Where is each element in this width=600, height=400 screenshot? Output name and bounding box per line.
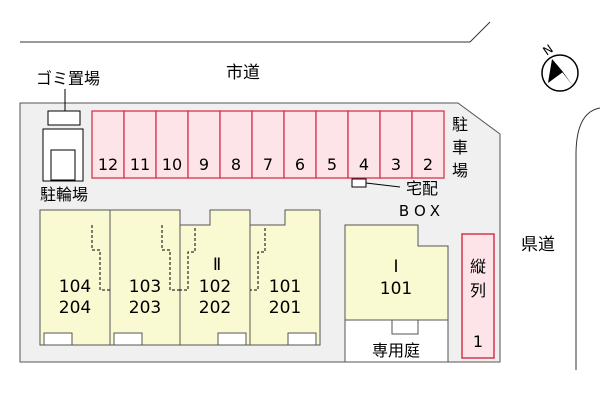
parking-space-label: 8 (231, 155, 241, 174)
step-104 (43, 332, 73, 346)
prefectural-road-line (575, 107, 600, 370)
step-102 (217, 332, 247, 346)
parking-space-11 (123, 110, 157, 179)
unit-104-upper: 104 (59, 277, 91, 297)
delivery-box-leader (365, 182, 401, 188)
delivery-box (351, 178, 367, 188)
parking-space-label: 12 (98, 155, 118, 174)
delivery-box-label-1: 宅配 (406, 179, 438, 198)
parking-space-8 (219, 110, 253, 179)
stair-101 (250, 228, 266, 291)
bicycle-parking-inner (50, 149, 76, 181)
parking-space-6 (283, 110, 317, 179)
stair-103 (161, 225, 180, 291)
parking-space-10 (155, 110, 189, 179)
building-I: Ⅰ 101 専用庭 (344, 224, 449, 363)
parking-space-label: 3 (391, 155, 401, 174)
tandem-parking-number: 1 (473, 332, 483, 351)
unit-102-upper: 102 (199, 277, 231, 297)
garbage-label: ゴミ置場 (36, 69, 100, 88)
parking-space-label: 2 (423, 155, 433, 174)
building-I-step (391, 319, 419, 335)
garbage-box (47, 110, 81, 126)
parking-space-4 (347, 110, 381, 179)
prefectural-road-label: 県道 (521, 235, 555, 255)
tandem-parking-label-1: 縦 (470, 257, 486, 276)
parking-space-label: 11 (130, 155, 150, 174)
parking-space-label: 6 (295, 155, 305, 174)
tandem-parking-label-2: 列 (470, 281, 486, 300)
parking-space-label: 10 (162, 155, 182, 174)
parking-space-label: 7 (263, 155, 273, 174)
city-road-line (20, 21, 491, 43)
compass-needle-tail (548, 59, 563, 83)
building-I-name: Ⅰ (393, 257, 398, 277)
tandem-parking: 縦 列 1 (461, 233, 495, 359)
stair-102 (180, 228, 196, 291)
unit-101-upper: 101 (269, 277, 301, 297)
unit-103-upper: 103 (129, 277, 161, 297)
step-103 (113, 332, 143, 346)
building-II-unit-102 (179, 209, 251, 346)
compass: N (540, 42, 579, 92)
step-101 (287, 332, 317, 346)
delivery-box-label-2: BOX (399, 202, 445, 220)
unit-104-lower: 204 (59, 298, 91, 318)
stair-104 (91, 225, 110, 291)
building-I-unit: 101 (380, 279, 412, 299)
tandem-parking-space (461, 233, 495, 359)
parking-space-label: 4 (359, 155, 369, 174)
unit-101-lower: 201 (269, 298, 301, 318)
parking-space-label: 5 (327, 155, 337, 174)
parking-label-2: 車 (452, 138, 468, 157)
city-road-label: 市道 (226, 63, 260, 83)
parking-space-5 (315, 110, 349, 179)
parking-space-9 (187, 110, 221, 179)
building-II-name: Ⅱ (213, 255, 221, 275)
parking-space-2 (411, 110, 445, 179)
parking-label-3: 場 (452, 161, 468, 180)
parking-label-1: 駐 (452, 115, 468, 134)
parking-block: 12 11 10 9 8 7 6 5 4 3 2 (91, 110, 445, 179)
building-II: Ⅱ 104 204 103 203 102 202 101 201 (39, 209, 321, 346)
private-garden-label: 専用庭 (372, 341, 420, 360)
parking-space-label: 9 (199, 155, 209, 174)
parking-space-3 (379, 110, 413, 179)
unit-102-lower: 202 (199, 298, 231, 318)
bicycle-parking-label: 駐輪場 (40, 185, 88, 204)
parking-space-7 (251, 110, 285, 179)
unit-103-lower: 203 (129, 298, 161, 318)
building-II-unit-101 (249, 209, 321, 346)
